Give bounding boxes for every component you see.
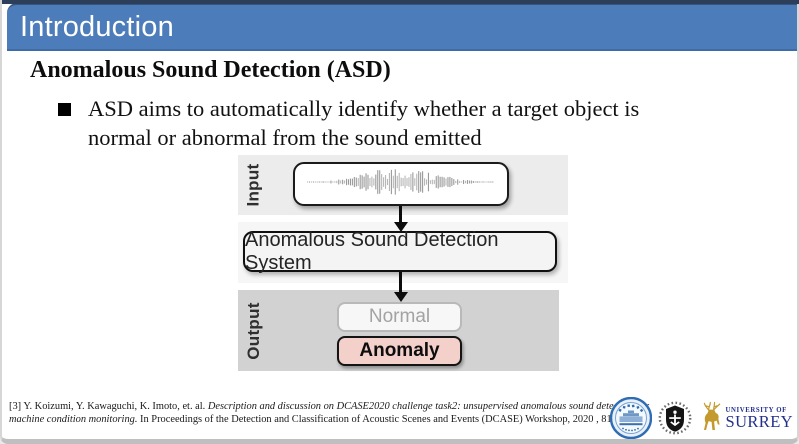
arrow-down-icon: [399, 272, 402, 293]
citation-suffix: In Proceedings of the Detection and Clas…: [137, 414, 630, 425]
citation-prefix: [3] Y. Koizumi, Y. Kawaguchi, K. Imoto, …: [9, 401, 208, 412]
bullet-line-2: normal or abnormal from the sound emitte…: [88, 125, 482, 150]
bullet-line-1: ASD aims to automatically identify wheth…: [88, 96, 640, 121]
surrey-wordmark: UNIVERSITY OF SURREY: [725, 407, 794, 431]
surrey-logo: UNIVERSITY OF SURREY: [698, 400, 794, 437]
output-label: Output: [244, 301, 263, 360]
slide-top-edge: [2, 0, 799, 4]
citation-text: [3] Y. Koizumi, Y. Kawaguchi, K. Imoto, …: [9, 400, 654, 426]
surrey-stag-icon: [701, 400, 723, 437]
normal-output-box: Normal: [337, 302, 462, 332]
input-signal-box: [293, 162, 509, 206]
surrey-wordmark-line2: SURREY: [725, 412, 793, 431]
bullet-text: ASD aims to automatically identify wheth…: [88, 94, 658, 152]
header-bar: Introduction: [7, 3, 797, 51]
slide-heading: Anomalous Sound Detection (ASD): [30, 57, 391, 83]
anomaly-output-label: Anomaly: [359, 340, 440, 361]
waveform-icon: [303, 164, 499, 204]
arrow-down-icon: [399, 206, 402, 223]
logo-strip: UNIVERSITY OF SURREY: [609, 396, 794, 440]
asd-system-label: Anomalous Sound Detection System: [245, 228, 499, 274]
bullet-item: ASD aims to automatically identify wheth…: [58, 94, 678, 152]
university-seal-logo: [609, 397, 652, 439]
asd-system-box: Anomalous Sound Detection System: [243, 228, 557, 274]
anomaly-output-box: Anomaly: [337, 336, 462, 366]
page-title: Introduction: [20, 10, 174, 43]
citation-title: Description and discussion on DCASE2020 …: [9, 401, 650, 425]
square-bullet-icon: [58, 103, 71, 116]
surrey-wordmark-line1: UNIVERSITY OF: [725, 407, 787, 414]
uts-shield-logo: [655, 397, 695, 439]
arrow-down-icon: [393, 222, 408, 232]
input-label: Input: [244, 163, 264, 207]
normal-output-label: Normal: [368, 306, 431, 327]
arrow-down-icon: [393, 292, 408, 302]
